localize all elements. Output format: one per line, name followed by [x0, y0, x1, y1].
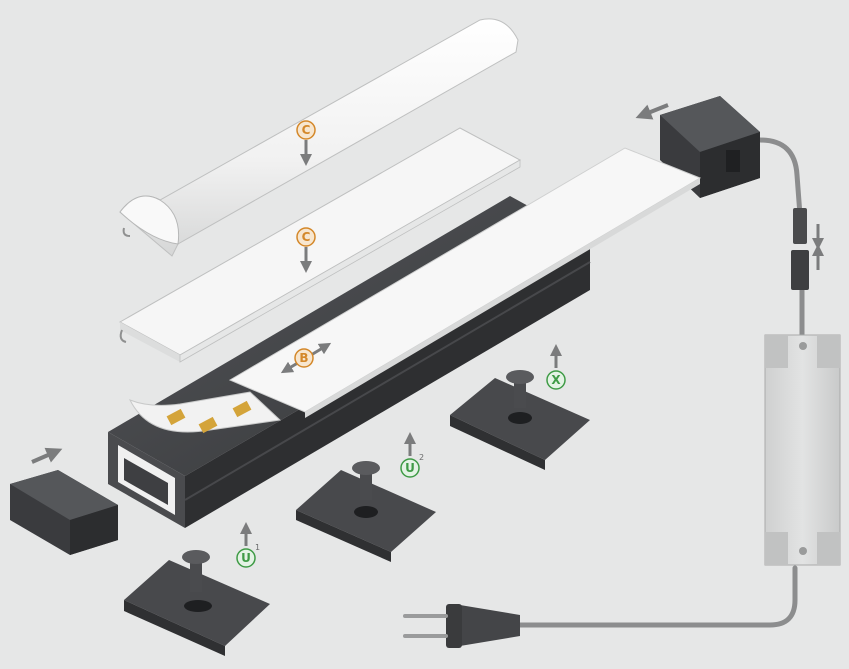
mounting-bracket-u1 — [124, 550, 270, 656]
cable-connector — [791, 208, 809, 290]
badge-u2 — [400, 458, 420, 478]
round-diffuser-cover — [119, 18, 519, 257]
mounting-bracket-u2 — [296, 461, 436, 562]
arrow-left-icon — [635, 103, 669, 120]
led-chips — [166, 400, 252, 434]
power-cable — [517, 137, 805, 628]
flat-diffuser-cover — [118, 127, 522, 363]
label-u1: U — [241, 551, 251, 565]
led-strip — [128, 147, 702, 433]
label-b: B — [299, 351, 308, 365]
label-c-flat: C — [302, 230, 311, 244]
badge-x — [546, 370, 566, 390]
badge-c-flat — [296, 227, 316, 247]
power-plug — [403, 604, 520, 648]
label-u2-subscript: 2 — [419, 453, 424, 462]
arrow-right-icon — [31, 447, 63, 464]
mounting-bracket-x — [450, 370, 590, 470]
label-x: X — [551, 373, 561, 387]
badge-b — [294, 348, 314, 368]
badge-u1 — [236, 548, 256, 568]
led-driver — [764, 334, 841, 566]
end-cap-with-cable — [660, 96, 760, 198]
end-cap — [10, 470, 118, 555]
label-c-round: C — [302, 123, 311, 137]
label-u2: U — [405, 461, 415, 475]
badge-c-round — [296, 120, 316, 140]
label-u1-subscript: 1 — [255, 543, 260, 552]
